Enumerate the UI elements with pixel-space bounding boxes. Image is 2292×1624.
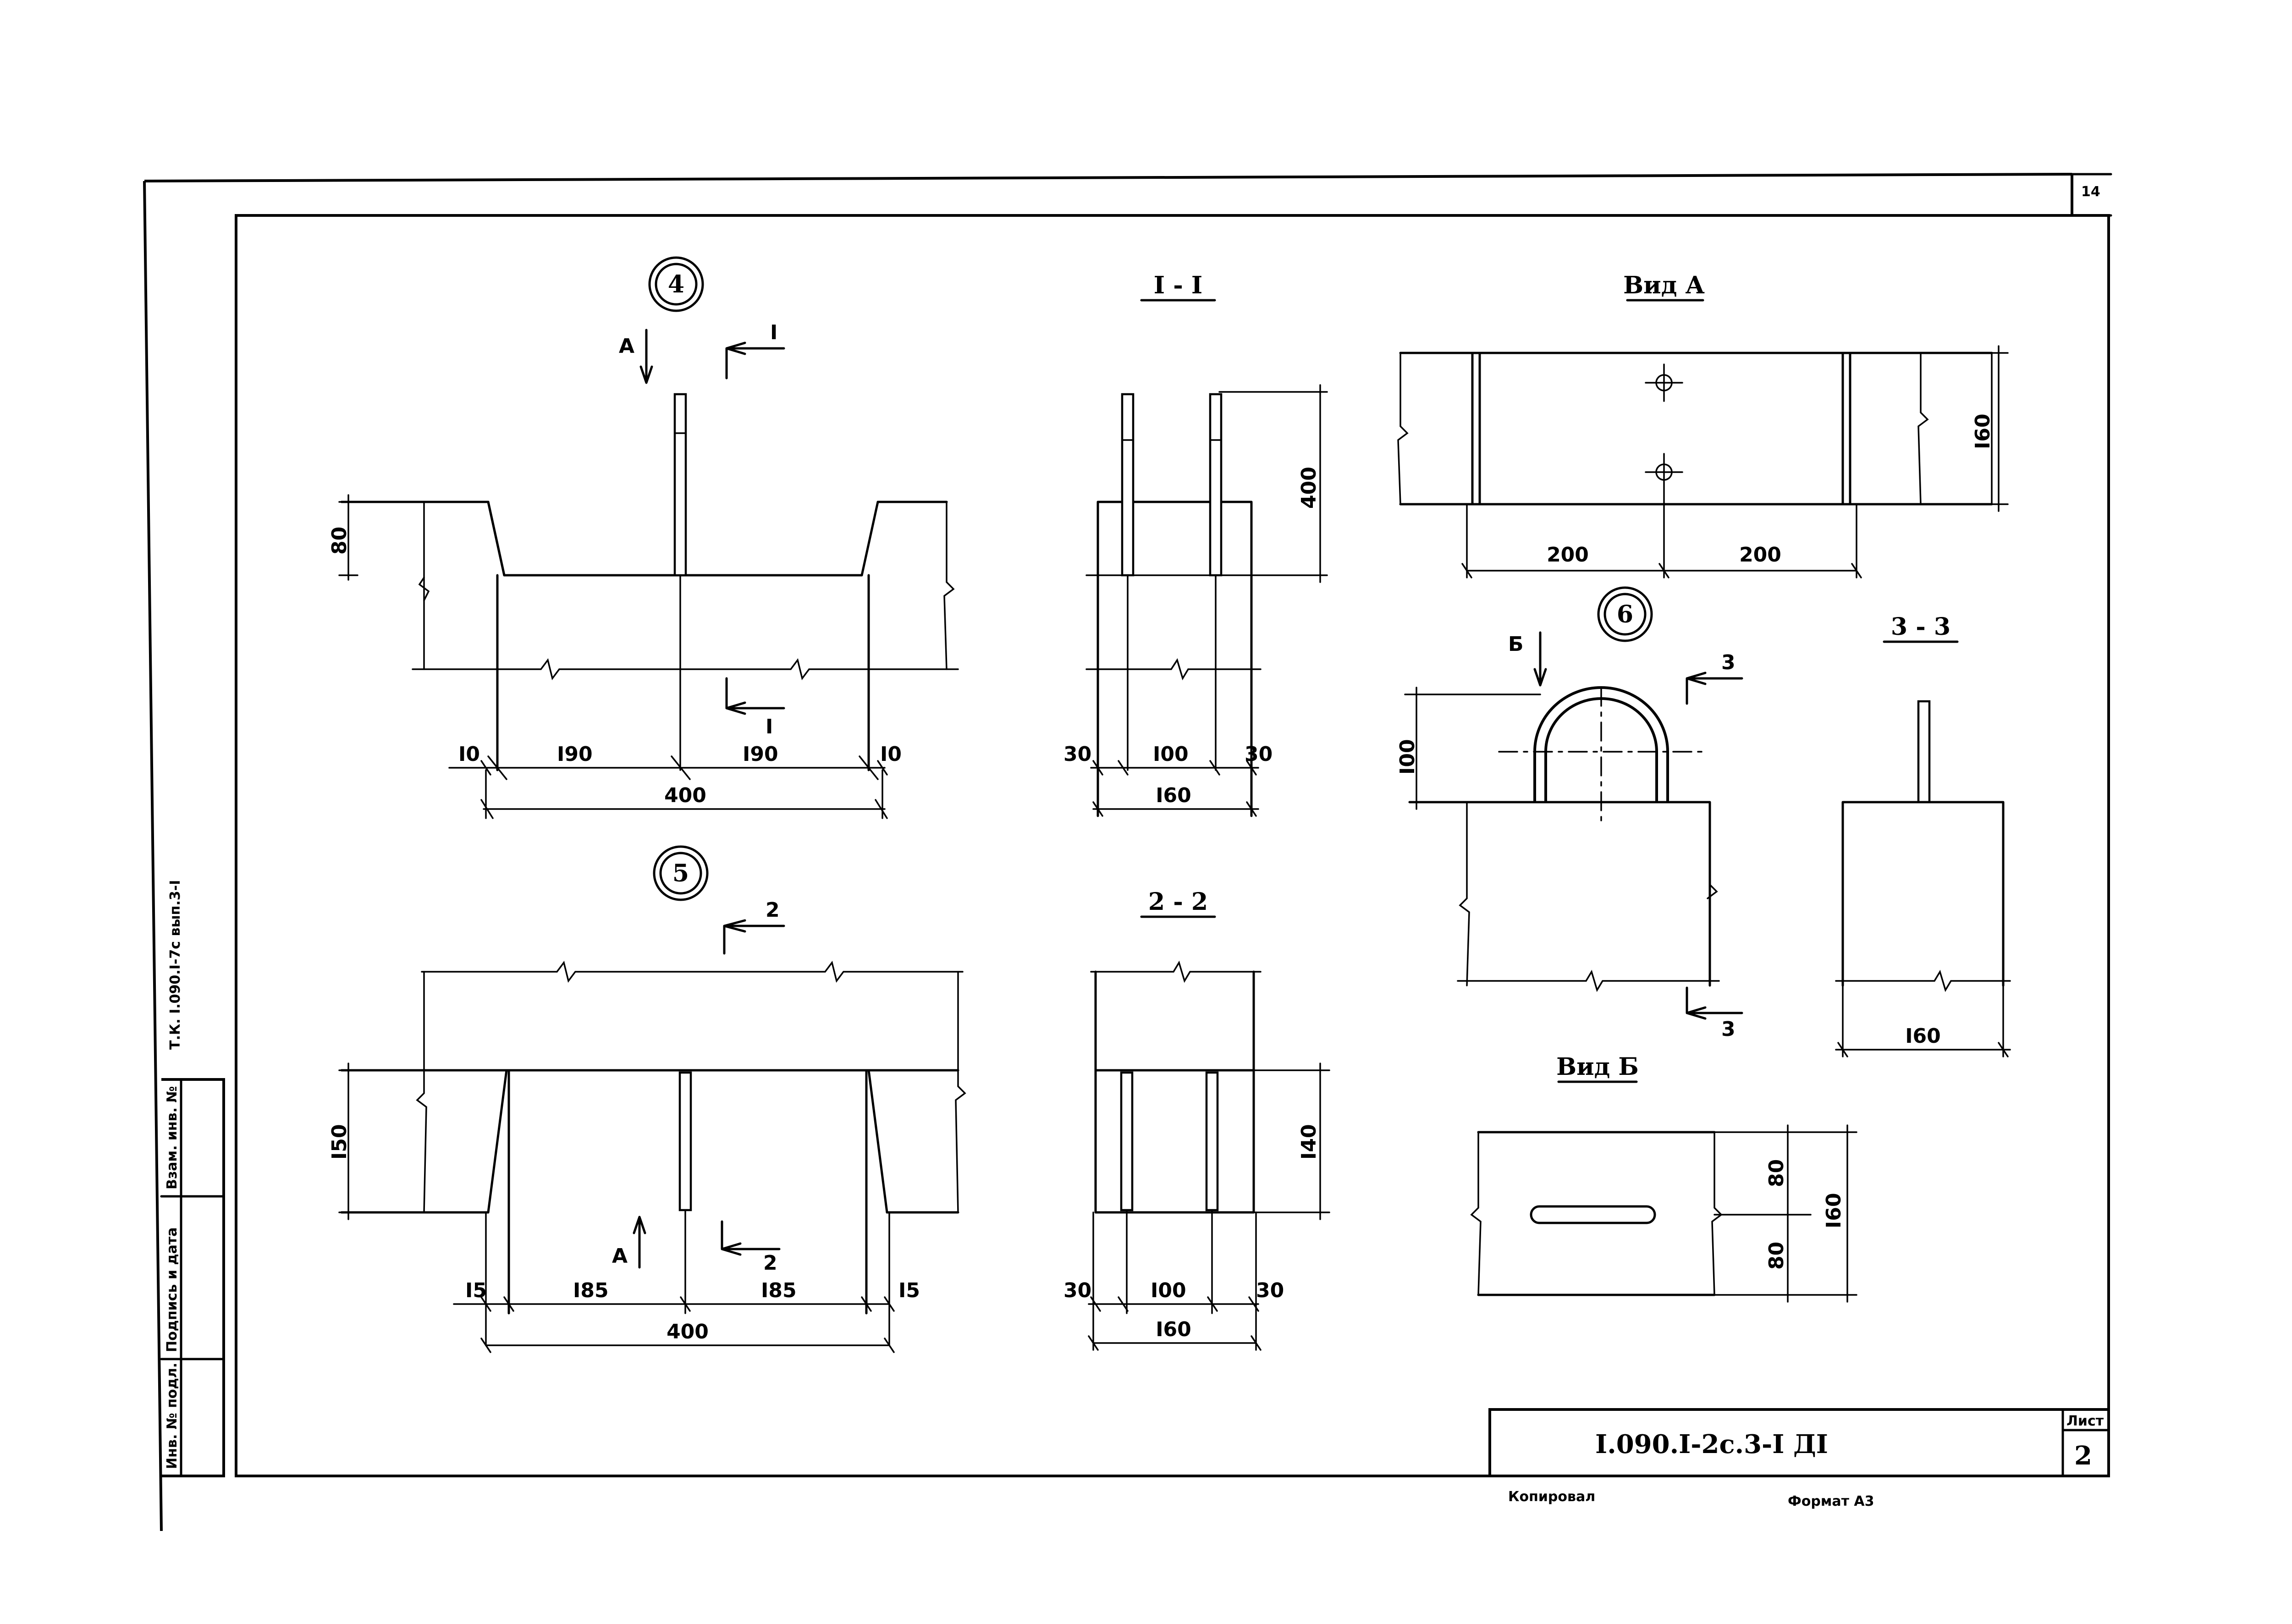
detail-4-section-top: I (770, 321, 777, 344)
section-3-rod (1917, 700, 1931, 804)
detail-4-marker: 4 (668, 270, 684, 298)
section-1-1: I - I 400 30 I00 30 I60 (1063, 271, 1328, 817)
section-2-dim-total: I60 (1156, 1318, 1191, 1341)
view-b: Вид Б 80 80 I60 (1470, 1053, 1857, 1303)
detail-5-dim-1: I85 (573, 1279, 609, 1302)
detail-5: 5 2 2 А I50 I5 I85 I85 I5 400 (328, 845, 966, 1353)
title-block-code: I.090.I-2с.3-I ДI (1595, 1429, 1828, 1459)
view-b-dim-1: 80 (1765, 1242, 1788, 1270)
format-label: Формат А3 (1788, 1493, 1874, 1509)
detail-6-section-top: 3 (1721, 651, 1736, 674)
stamp-cell-signature: Подпись и дата (164, 1228, 180, 1352)
section-2-2: 2 - 2 I40 30 I00 30 I60 (1063, 888, 1330, 1351)
side-document-code: Т.К. I.090.I-7c вып.3-I (167, 880, 183, 1050)
detail-5-rod (678, 1071, 692, 1211)
view-a-dim-1: 200 (1739, 543, 1781, 567)
detail-6-section-bottom: 3 (1721, 1018, 1736, 1041)
view-b-slot (1530, 1205, 1656, 1224)
section-2-title: 2 - 2 (1148, 888, 1208, 916)
section-1-title: I - I (1154, 271, 1202, 299)
detail-4-dim-1: I90 (557, 743, 593, 766)
detail-6-marker: 6 (1617, 600, 1633, 628)
section-1-dim-0: 30 (1063, 743, 1091, 766)
detail-4-rod (673, 393, 687, 577)
detail-5-dim-height: I50 (328, 1124, 351, 1160)
view-a: Вид А I60 200 200 (1397, 271, 2009, 578)
detail-4-dim-2: I90 (743, 743, 778, 766)
sheet-number: 2 (2074, 1441, 2092, 1471)
detail-5-marker-circle (653, 845, 709, 901)
detail-6: 6 Б 3 3 I00 (1396, 586, 1743, 1041)
view-a-dim-0: 200 (1547, 543, 1589, 567)
detail-4-dim-0: I0 (458, 743, 480, 766)
detail-5-marker: 5 (672, 859, 689, 887)
section-3-dim-total: I60 (1905, 1024, 1941, 1048)
sheet-label: Лист (2066, 1413, 2104, 1429)
section-2-rod-left (1120, 1071, 1134, 1211)
section-1-dim-2: 30 (1245, 743, 1273, 766)
section-1-rod-right (1209, 393, 1223, 577)
section-1-rod-left (1121, 393, 1135, 577)
section-2-dim-0: 30 (1063, 1279, 1091, 1302)
corner-number: 14 (2081, 184, 2100, 200)
copied-by-label: Копировал (1508, 1489, 1595, 1505)
section-1-dim-total: I60 (1156, 784, 1191, 807)
detail-5-section-top: 2 (766, 898, 780, 922)
section-3-3: 3 - 3 I60 (1835, 613, 2011, 1057)
view-a-title: Вид А (1623, 271, 1705, 299)
detail-5-section-bottom: 2 (763, 1251, 777, 1275)
view-b-title: Вид Б (1556, 1053, 1639, 1081)
stamp-cell-inventory: Инв. № подл. (164, 1363, 180, 1469)
section-3-title: 3 - 3 (1891, 613, 1950, 641)
stamp-cell-replacement: Взам. инв. № (164, 1086, 180, 1189)
section-1-dim-height: 400 (1297, 467, 1321, 509)
sheet-frame (143, 173, 2112, 1531)
detail-5-dim-total: 400 (667, 1320, 709, 1343)
detail-6-dim-height: I00 (1396, 739, 1419, 775)
detail-4-dim-height: 80 (328, 527, 351, 555)
detail-4-view-arrow-label: А (619, 335, 634, 358)
section-2-rod-right (1205, 1071, 1219, 1211)
detail-5-dim-3: I5 (898, 1279, 920, 1302)
detail-5-dim-2: I85 (761, 1279, 797, 1302)
detail-5-view-arrow-label: А (612, 1244, 628, 1268)
section-2-dim-1: I00 (1151, 1279, 1186, 1302)
detail-4-dim-3: I0 (880, 743, 902, 766)
detail-4-section-bottom: I (766, 715, 773, 738)
detail-6-marker-circle (1597, 586, 1653, 642)
detail-4: 4 А I I 80 I0 I90 I90 I0 400 (328, 256, 959, 819)
detail-4-marker-circle (648, 256, 704, 312)
section-1-dim-1: I00 (1153, 743, 1189, 766)
section-2-dim-height: I40 (1297, 1124, 1321, 1160)
view-b-dim-0: 80 (1765, 1159, 1788, 1187)
view-b-dim-total: I60 (1822, 1193, 1846, 1228)
detail-4-dim-total: 400 (664, 784, 706, 807)
section-2-dim-2: 30 (1256, 1279, 1284, 1302)
detail-6-view-arrow-label: Б (1508, 633, 1524, 656)
view-a-dim-height: I60 (1971, 413, 1994, 449)
detail-5-dim-0: I5 (465, 1279, 487, 1302)
